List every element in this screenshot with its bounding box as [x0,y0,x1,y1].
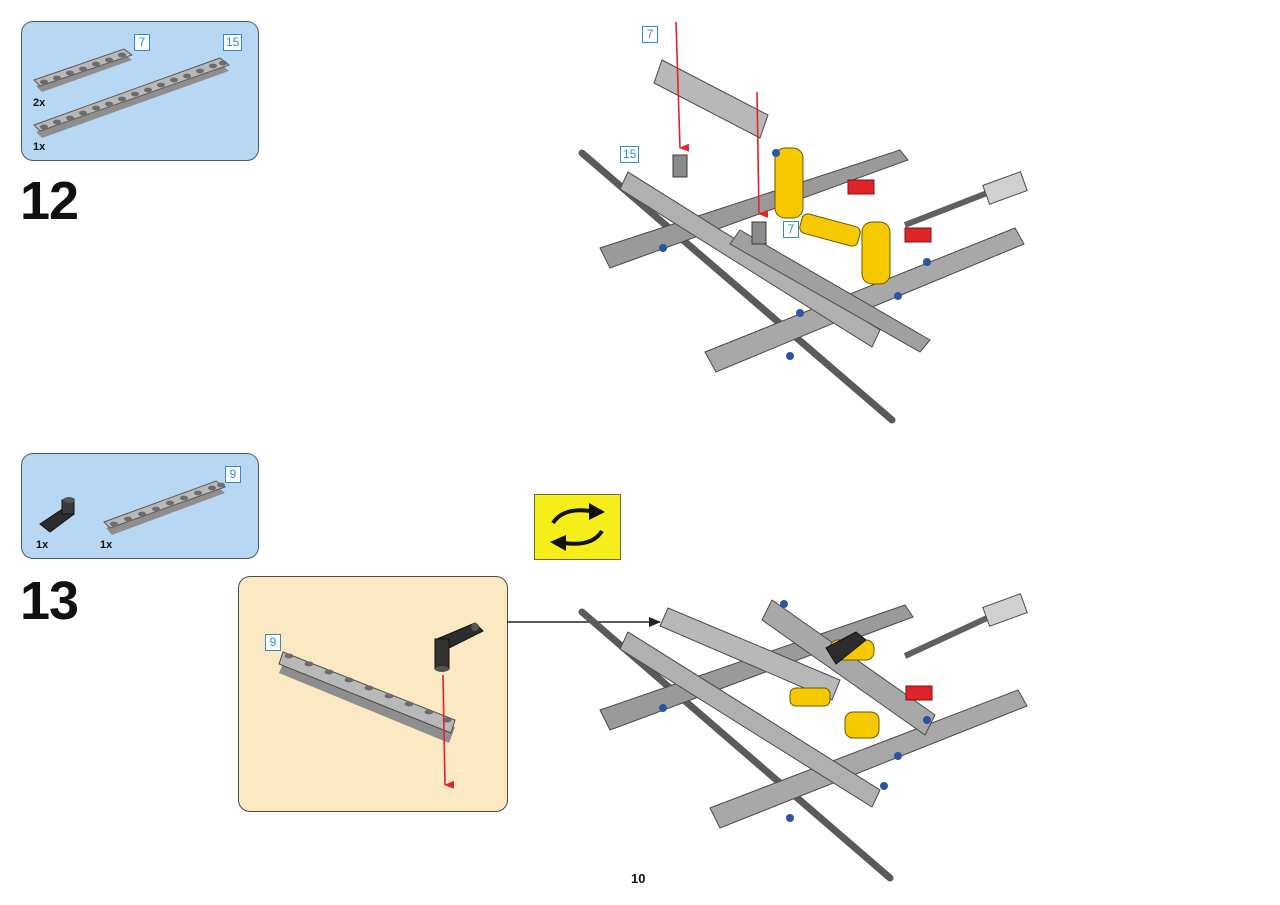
quantity-label: 2x [33,97,46,109]
quantity-label: 1x [100,539,113,551]
red-placement-arrow [756,91,769,218]
step-12-parts-list: 7 15 2x 1x [21,21,259,161]
crank-part [434,622,484,672]
quantity-label: 1x [36,539,49,551]
beam-15-part [33,57,231,138]
red-placement-arrow [442,674,455,789]
quantity-label: 1x [33,141,46,153]
beam-7-part [33,48,134,92]
page-number: 10 [631,871,646,886]
parts-illustration [39,480,227,535]
step-12-model [578,59,1028,424]
callout-badge-7: 7 [642,26,658,43]
length-badge-9: 9 [225,466,241,483]
beam-9-part [278,651,456,743]
rotate-model-icon [534,494,621,560]
callout-badge-15: 15 [620,146,640,163]
step-13-subassembly-panel: 9 [238,576,508,812]
crank-part [39,497,75,533]
step-number-13: 13 [20,571,79,631]
callout-badge-7: 7 [783,221,799,238]
callout-badge-9: 9 [265,634,281,651]
red-placement-arrow [675,21,690,152]
parts-illustration [33,48,231,138]
beam-9-part [103,480,227,535]
step-13-parts-list: 9 1x 1x [21,453,259,559]
length-badge-7: 7 [134,34,150,51]
length-badge-15: 15 [223,34,243,51]
subassembly-illustration [278,622,484,789]
step-number-12: 12 [20,171,79,231]
